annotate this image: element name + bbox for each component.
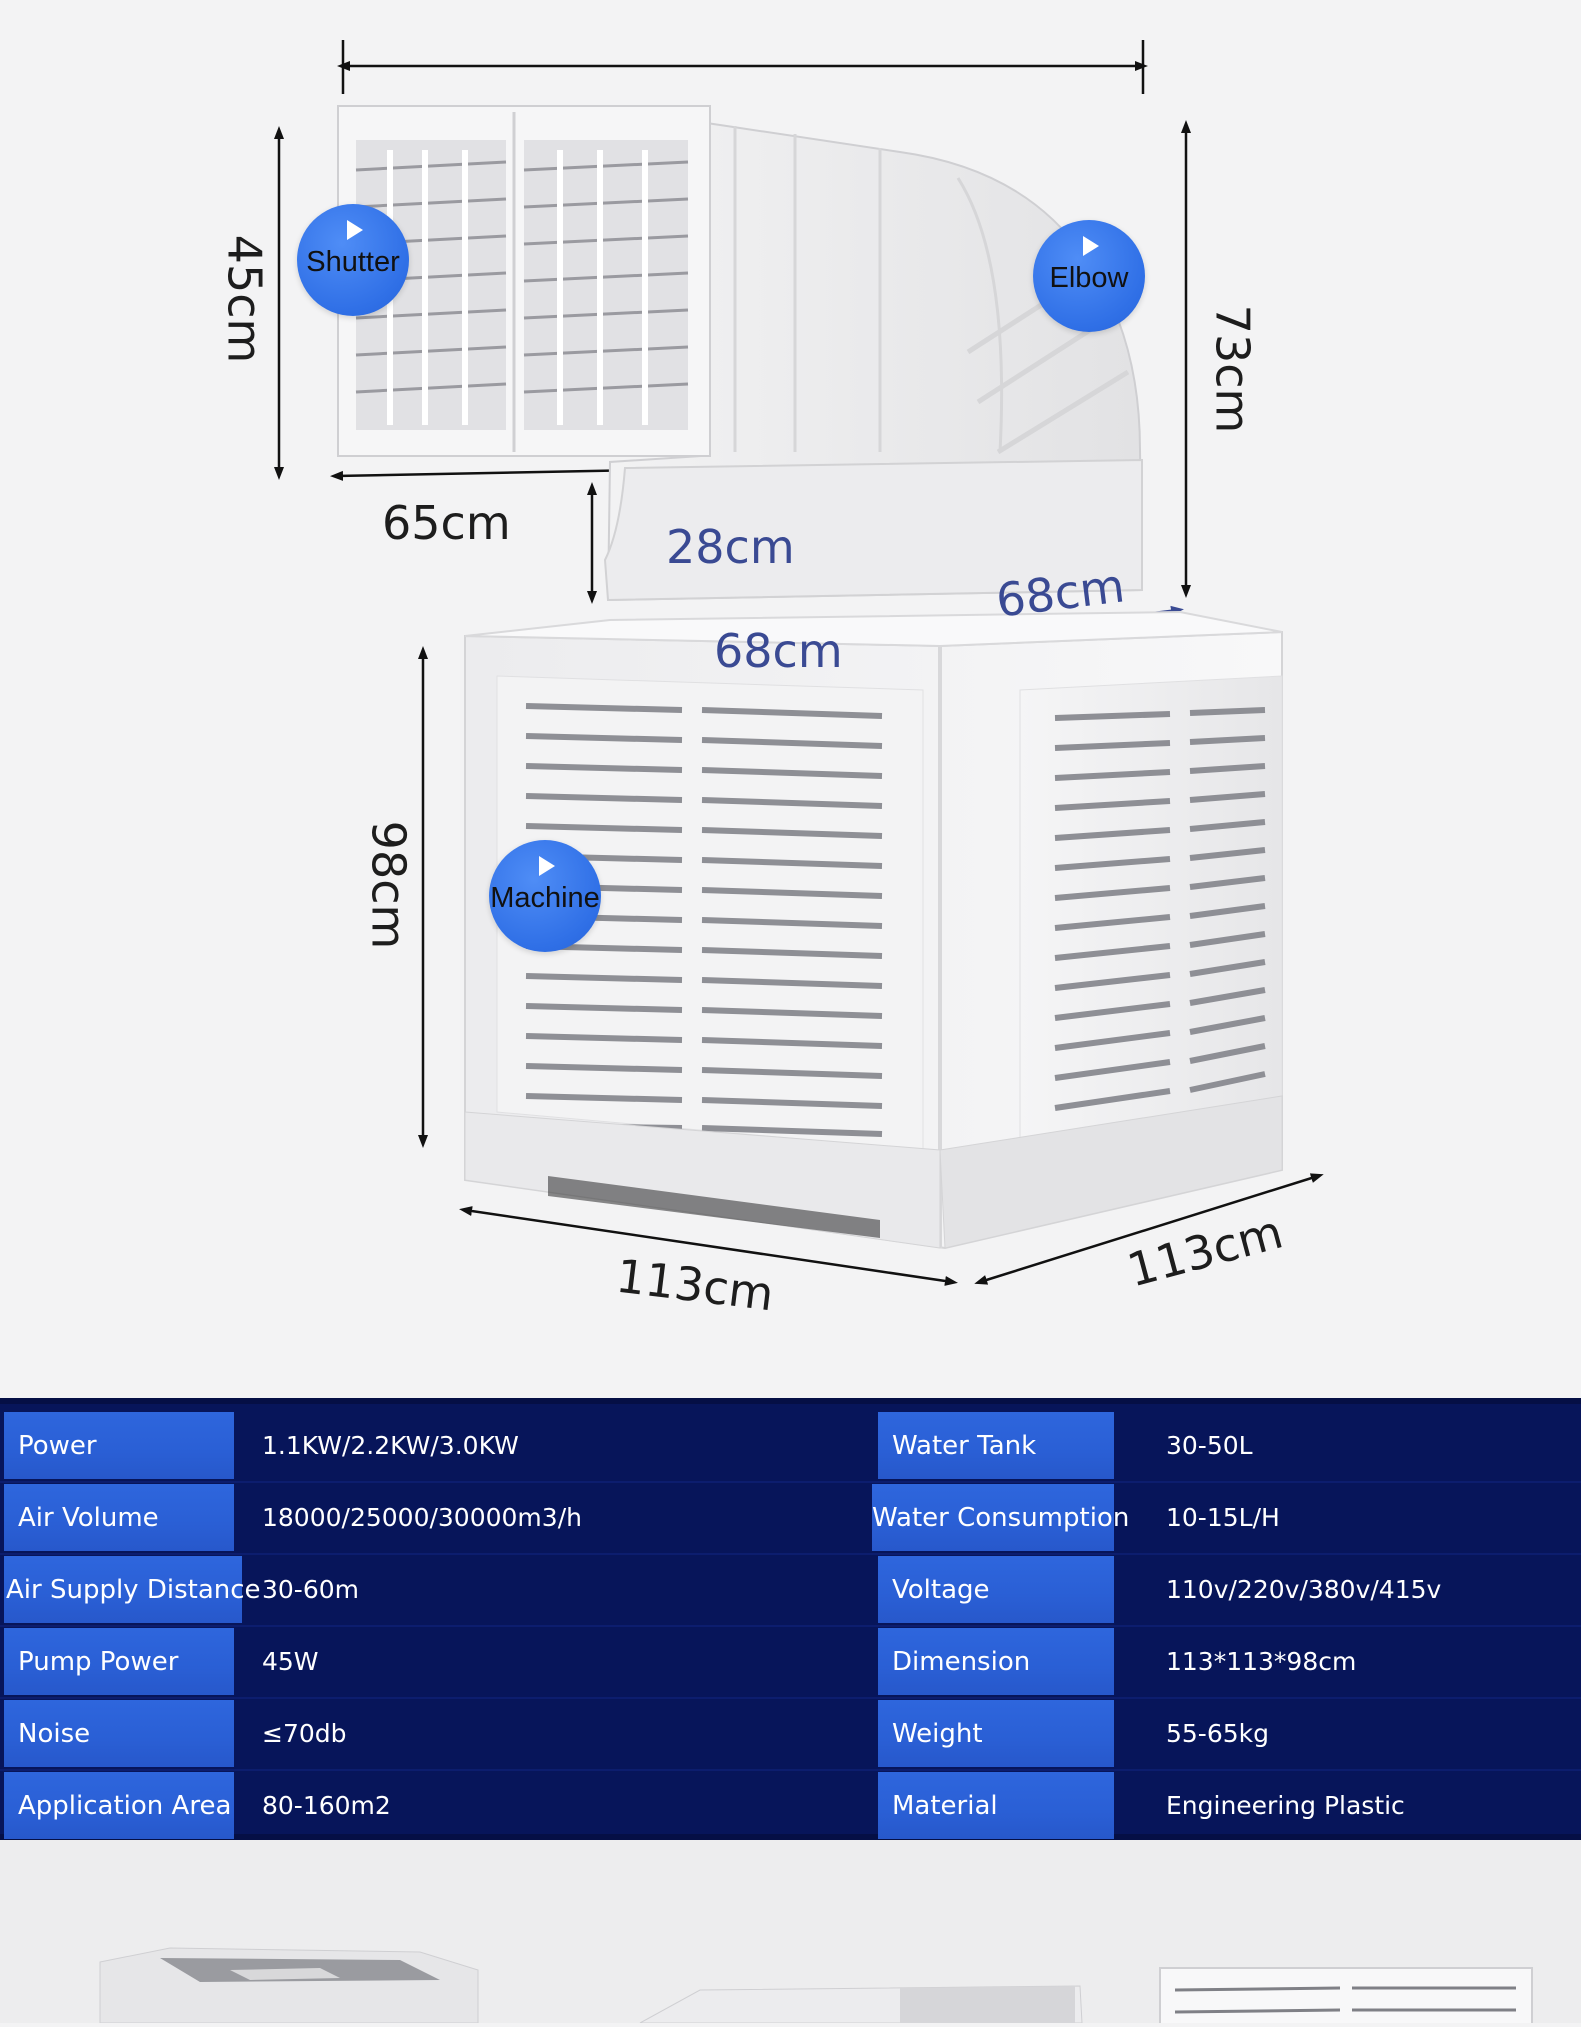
thumbnail-elbow — [639, 1985, 1083, 2024]
spec-row: Pump Power 45W Dimension 113*113*98cm — [0, 1628, 1581, 1695]
machine-side-arrow — [974, 1173, 1324, 1285]
spec-label: Weight — [878, 1700, 1114, 1767]
spec-label: Dimension — [878, 1628, 1114, 1695]
row-divider — [0, 1553, 1581, 1555]
elbow-height-label: 73cm — [1205, 304, 1260, 434]
spec-label: Voltage — [878, 1556, 1114, 1623]
neck-height-label: 28cm — [666, 520, 795, 574]
thumbnail-cooler-top — [99, 1947, 479, 2024]
spec-label: Air Volume — [4, 1484, 234, 1551]
play-icon — [539, 856, 555, 876]
spec-row: Power 1.1KW/2.2KW/3.0KW Water Tank 30-50… — [0, 1412, 1581, 1479]
spec-table: Power 1.1KW/2.2KW/3.0KW Water Tank 30-50… — [0, 1398, 1581, 1840]
spec-value: 113*113*98cm — [1166, 1647, 1357, 1676]
spec-value: 80-160m2 — [262, 1791, 391, 1820]
spec-row: Application Area 80-160m2 Material Engin… — [0, 1772, 1581, 1839]
spec-value: ≤70db — [262, 1719, 347, 1748]
machine-body — [464, 610, 1283, 1250]
machine-hotspot-button[interactable]: Machine — [489, 840, 601, 952]
spec-value: 45W — [262, 1647, 319, 1676]
thumbnail-shutter — [1159, 1967, 1533, 2027]
spec-label: Noise — [4, 1700, 234, 1767]
spec-label: Power — [4, 1412, 234, 1479]
spec-label: Pump Power — [4, 1628, 234, 1695]
spec-row: Air Supply Distance 30-60m Voltage 110v/… — [0, 1556, 1581, 1623]
play-icon — [347, 220, 363, 240]
shutter-height-label: 45cm — [217, 234, 272, 364]
air-cooler-illustration — [274, 40, 1324, 1286]
spec-value: 10-15L/H — [1166, 1503, 1280, 1532]
spec-label: Water Consumption — [872, 1484, 1129, 1551]
machine-hotspot-label: Machine — [490, 882, 600, 914]
row-divider — [0, 1697, 1581, 1699]
neck-width-front-label: 68cm — [714, 624, 843, 678]
spec-label: Material — [878, 1772, 1114, 1839]
spec-value: 30-60m — [262, 1575, 359, 1604]
spec-label: Water Tank — [878, 1412, 1114, 1479]
spec-value: Engineering Plastic — [1166, 1791, 1405, 1820]
spec-value: 30-50L — [1166, 1431, 1253, 1460]
row-divider — [0, 1481, 1581, 1483]
spec-row: Air Volume 18000/25000/30000m3/h Water C… — [0, 1484, 1581, 1551]
elbow-hotspot-button[interactable]: Elbow — [1033, 220, 1145, 332]
row-divider — [0, 1769, 1581, 1771]
spec-value: 18000/25000/30000m3/h — [262, 1503, 582, 1532]
spec-value: 110v/220v/380v/415v — [1166, 1575, 1442, 1604]
spec-row: Noise ≤70db Weight 55-65kg — [0, 1700, 1581, 1767]
spec-label: Application Area — [4, 1772, 234, 1839]
shutter-hotspot-label: Shutter — [306, 246, 400, 278]
row-divider — [0, 1625, 1581, 1627]
machine-front-arrow — [459, 1206, 958, 1286]
spec-value: 55-65kg — [1166, 1719, 1269, 1748]
spec-label: Air Supply Distance — [4, 1556, 261, 1623]
machine-height-label: 98cm — [361, 820, 416, 950]
elbow-duct — [603, 120, 1144, 602]
play-icon — [1083, 236, 1099, 256]
shutter-hotspot-button[interactable]: Shutter — [297, 204, 409, 316]
spec-value: 1.1KW/2.2KW/3.0KW — [262, 1431, 519, 1460]
thumbnail-strip — [0, 1840, 1581, 2027]
elbow-hotspot-label: Elbow — [1049, 262, 1129, 294]
thumbnail-images — [99, 1947, 1533, 2027]
shutter-width-label: 65cm — [382, 496, 511, 550]
